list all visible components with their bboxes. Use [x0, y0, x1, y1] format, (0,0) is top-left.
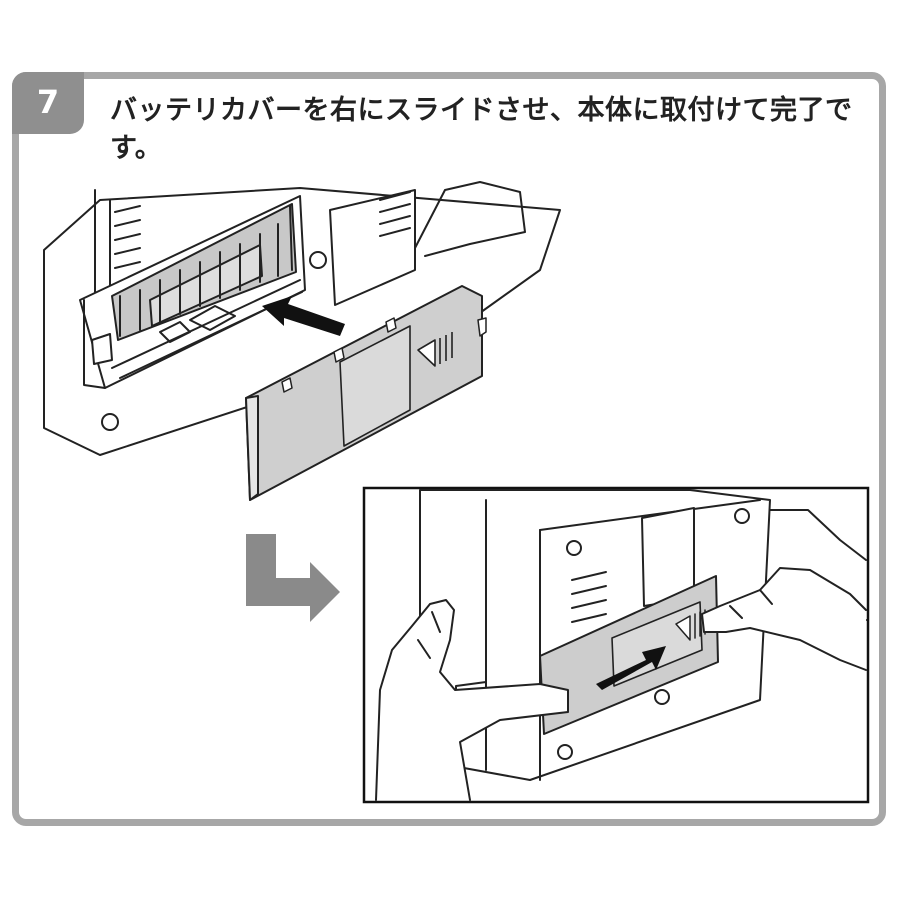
hands-sliding-cover-icon: [375, 489, 867, 801]
detail-inset: [362, 486, 870, 804]
step-instruction: バッテリカバーを右にスライドさせ、本体に取付けて完了です。: [110, 95, 853, 164]
slide-right-arrow-icon: [596, 646, 666, 690]
battery-compartment-icon: [43, 181, 561, 456]
battery-cover-icon: [245, 285, 487, 501]
insert-arrow-icon: [262, 296, 345, 336]
l-shaped-arrow-icon: [246, 534, 340, 622]
step-number: 7: [36, 83, 60, 121]
step-number-badge: 7: [12, 72, 84, 134]
